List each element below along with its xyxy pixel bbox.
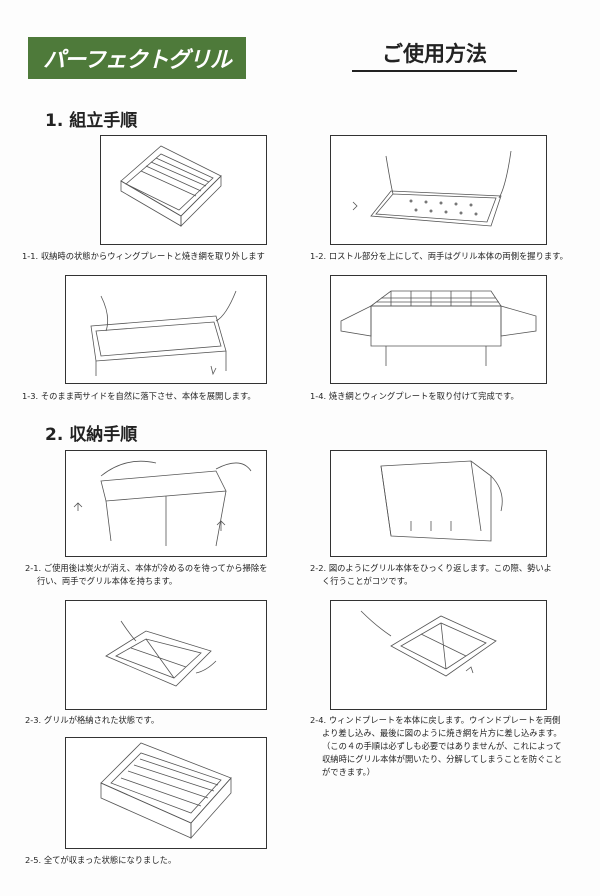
section-title-storage: 2. 収納手順 <box>45 425 138 445</box>
step-2-2-illustration <box>330 450 547 557</box>
step-1-1-illustration <box>100 135 267 245</box>
step-1-2-caption: 1-2. ロストル部分を上にして、両手はグリル本体の両側を握ります。 <box>310 251 568 261</box>
step-2-4-illustration <box>330 600 547 710</box>
step-2-3-illustration <box>65 600 267 710</box>
step-2-3-caption: 2-3. グリルが格納された状態です。 <box>25 715 160 725</box>
step-2-5-illustration <box>65 737 267 849</box>
section-title-assembly: 1. 組立手順 <box>45 111 138 131</box>
step-1-3-caption: 1-3. そのまま両サイドを自然に落下させ、本体を展開します。 <box>22 391 256 401</box>
step-2-1-caption: 2-1. ご使用後は炭火が消え、本体が冷めるのを待ってから掃除を行い、両手でグリ… <box>25 563 268 586</box>
step-1-4-caption: 1-4. 焼き網とウィングプレートを取り付けて完成です。 <box>310 391 519 401</box>
usage-title: ご使用方法 <box>352 38 517 72</box>
product-title-banner: パーフェクトグリル <box>28 37 246 79</box>
step-1-4-illustration <box>330 275 547 384</box>
step-2-2-caption: 2-2. 図のようにグリル本体をひっくり返します。この際、勢いよく行うことがコツ… <box>310 563 552 586</box>
step-2-4-caption: 2-4. ウィンドプレートを本体に戻します。ウインドプレートを両側より差し込み、… <box>310 715 563 777</box>
step-2-5-caption: 2-5. 全てが収まった状態になりました。 <box>25 855 177 865</box>
step-1-3-illustration <box>65 275 267 384</box>
step-2-1-illustration <box>65 450 267 557</box>
step-1-2-illustration <box>330 135 547 245</box>
step-1-1-caption: 1-1. 収納時の状態からウィングプレートと焼き網を取り外します <box>22 251 265 261</box>
